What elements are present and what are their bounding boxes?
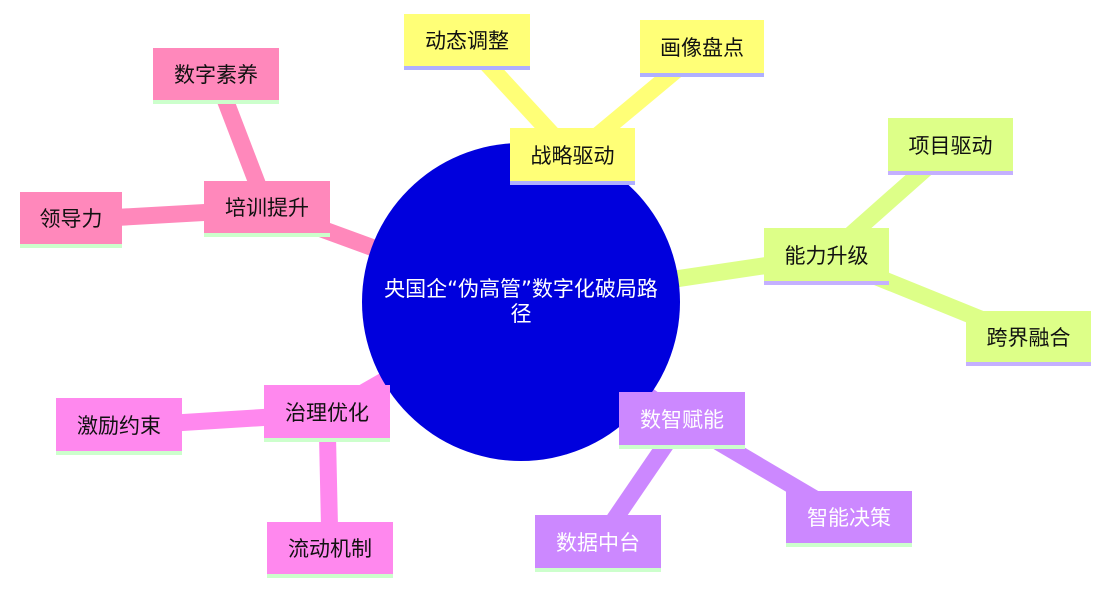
branch-capability-label: 能力升级 [784, 243, 869, 268]
leaf-smart-decision-label: 智能决策 [807, 506, 891, 530]
branch-capability: 能力升级 [764, 228, 889, 285]
leaf-dynamic-adjustment: 动态调整 [404, 14, 530, 70]
branch-digital-label: 数智赋能 [640, 407, 724, 432]
leaf-leadership: 领导力 [20, 192, 122, 248]
leaf-project-driven-label: 项目驱动 [908, 133, 993, 158]
leaf-cross-border-label: 跨界融合 [986, 325, 1071, 350]
branch-training: 培训提升 [204, 181, 330, 237]
leaf-incentive: 激励约束 [56, 398, 182, 455]
leaf-portrait-inventory-label: 画像盘点 [660, 35, 744, 60]
branch-strategy-label: 战略驱动 [530, 143, 615, 168]
leaf-mobility: 流动机制 [267, 522, 393, 578]
branch-training-label: 培训提升 [225, 196, 309, 220]
leaf-mobility-label: 流动机制 [288, 537, 372, 561]
leaf-digital-literacy-label: 数字素养 [174, 63, 258, 87]
leaf-data-center-label: 数据中台 [556, 530, 640, 555]
leaf-smart-decision: 智能决策 [786, 491, 912, 547]
leaf-cross-border: 跨界融合 [966, 311, 1091, 366]
leaf-project-driven: 项目驱动 [888, 118, 1013, 175]
leaf-portrait-inventory: 画像盘点 [640, 20, 764, 77]
branch-governance-label: 治理优化 [285, 400, 369, 425]
leaf-data-center: 数据中台 [535, 515, 661, 572]
branch-strategy: 战略驱动 [510, 128, 635, 185]
branch-digital: 数智赋能 [619, 392, 745, 449]
center-topic-label: 央国企“伪高管”数字化破局路径 [384, 277, 658, 326]
branch-governance: 治理优化 [264, 385, 390, 442]
leaf-digital-literacy: 数字素养 [153, 48, 279, 104]
leaf-incentive-label: 激励约束 [77, 413, 161, 438]
leaf-leadership-label: 领导力 [39, 207, 103, 231]
leaf-dynamic-adjustment-label: 动态调整 [425, 29, 509, 53]
